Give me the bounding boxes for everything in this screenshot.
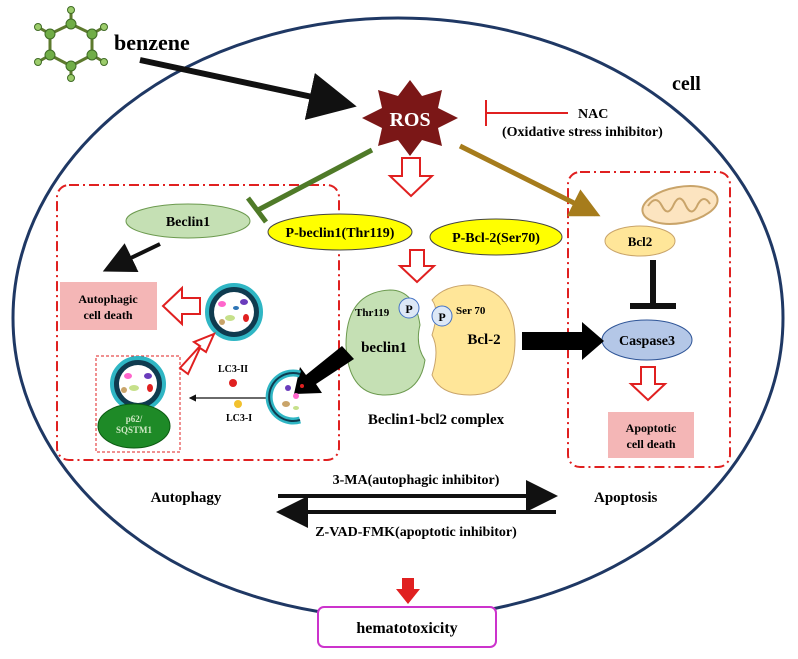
nac-description: (Oxidative stress inhibitor) bbox=[502, 125, 663, 140]
inhibit-bar-beclin1 bbox=[246, 196, 268, 224]
lc3-i-dot bbox=[234, 400, 242, 408]
nac-label: NAC bbox=[578, 107, 608, 122]
arrow-to-hematotoxicity-head bbox=[396, 589, 420, 604]
cell-label: cell bbox=[672, 73, 701, 95]
arrow-complex-to-autophagosome bbox=[294, 346, 354, 394]
3ma-label: 3-MA(autophagic inhibitor) bbox=[333, 473, 500, 488]
lc3-ii-dot bbox=[229, 379, 237, 387]
hollow-arrow-to-autophagic-death bbox=[161, 285, 201, 327]
benzene-label: benzene bbox=[114, 30, 190, 55]
autophagy-region bbox=[56, 184, 340, 461]
phospho-badge-thr119 bbox=[398, 297, 420, 319]
phospho-badge-ser70 bbox=[431, 305, 453, 327]
p62-line1: p62/ bbox=[126, 414, 143, 424]
beclin1-label: Beclin1 bbox=[166, 215, 210, 230]
phospho-label-ser70: P bbox=[438, 310, 445, 324]
p-bcl2-label: P-Bcl-2(Ser70) bbox=[452, 231, 540, 246]
hollow-arrow-caspase3-down bbox=[628, 366, 668, 402]
hematotoxicity-box bbox=[317, 606, 497, 648]
beclin1-node bbox=[125, 203, 251, 239]
mitochondrion-icon bbox=[641, 185, 719, 225]
autophagic-death-box bbox=[60, 282, 157, 330]
arrow-beclin1-to-autophagic-death bbox=[102, 242, 161, 273]
bcl2-complex-label: Bcl-2 bbox=[467, 332, 500, 348]
apoptotic-death-line2: cell death bbox=[627, 437, 676, 451]
p-bcl2-node bbox=[429, 218, 563, 256]
p-beclin1-node bbox=[267, 213, 413, 251]
phagophore-icon bbox=[265, 369, 304, 425]
autophagosome-icon bbox=[110, 356, 166, 412]
bcl2-label: Bcl2 bbox=[628, 234, 653, 249]
phospho-label-thr119: P bbox=[405, 302, 412, 316]
benzene-molecule-icon bbox=[34, 6, 108, 82]
autophagic-death-line2: cell death bbox=[84, 308, 133, 322]
autophagic-death-line1: Autophagic bbox=[78, 292, 138, 306]
lc3-ii-label: LC3-II bbox=[218, 364, 248, 375]
caspase3-label: Caspase3 bbox=[619, 334, 675, 349]
thr119-label: Thr119 bbox=[355, 307, 390, 319]
hollow-arrow-ros-down bbox=[387, 157, 435, 198]
hollow-arrow-to-complex bbox=[397, 249, 437, 284]
bcl2-node bbox=[604, 225, 676, 257]
ros-star-icon bbox=[362, 80, 458, 156]
arrow-benzene-to-ros bbox=[139, 57, 357, 120]
arrow-to-hematotoxicity-shaft bbox=[402, 578, 414, 590]
zvad-label: Z-VAD-FMK(apoptotic inhibitor) bbox=[315, 525, 517, 540]
complex-caption: Beclin1-bcl2 complex bbox=[368, 412, 505, 428]
hollow-arrow-to-autolysosome bbox=[178, 332, 216, 376]
ser70-label: Ser 70 bbox=[456, 305, 486, 317]
arrow-ros-to-bcl2 bbox=[458, 143, 601, 217]
autophagy-label: Autophagy bbox=[151, 490, 222, 506]
apoptosis-label: Apoptosis bbox=[594, 490, 658, 506]
arrow-ros-inhibits-beclin1 bbox=[256, 147, 374, 213]
ros-label: ROS bbox=[389, 109, 430, 131]
autolysosome-icon bbox=[205, 283, 263, 341]
lc3-i-label: LC3-I bbox=[226, 413, 252, 424]
arrow-complex-to-caspase3 bbox=[522, 322, 604, 360]
hematotoxicity-label: hematotoxicity bbox=[356, 620, 457, 637]
apoptotic-death-line1: Apoptotic bbox=[626, 421, 677, 435]
beclin1-complex-label: beclin1 bbox=[361, 340, 407, 356]
p62-sqstm1-node bbox=[97, 403, 171, 449]
p62-line2: SQSTM1 bbox=[116, 425, 153, 435]
p-beclin1-label: P-beclin1(Thr119) bbox=[286, 226, 395, 241]
apoptotic-death-box bbox=[608, 412, 694, 458]
apoptosis-region bbox=[567, 171, 731, 468]
